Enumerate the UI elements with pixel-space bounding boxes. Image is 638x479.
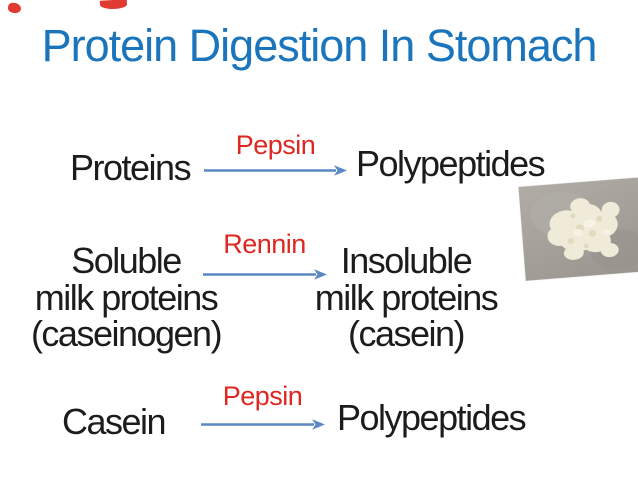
reaction3-enzyme: Pepsin [222, 381, 303, 411]
casein-curds-photo [518, 177, 638, 281]
reaction2-enzyme: Rennin [223, 229, 306, 259]
reaction3-arrow [200, 416, 326, 433]
reaction2-substrate-line2: milk proteins [34, 276, 219, 318]
reaction2-product-line2: milk proteins [314, 276, 499, 318]
reaction2-substrate: Soluble milk proteins (caseinogen) [20, 240, 232, 354]
reaction1-product: Polypeptides [356, 143, 546, 184]
reaction2-substrate-line3: (caseinogen) [30, 313, 223, 354]
reaction2-product-line3: (casein) [347, 313, 466, 354]
reaction1-substrate: Proteins [70, 147, 192, 188]
red-paint-mark [7, 2, 22, 14]
reaction1-arrow [203, 162, 348, 179]
reaction3-substrate: Casein [62, 401, 167, 442]
slide-title: Protein Digestion In Stomach [41, 20, 598, 71]
reaction2-product: Insoluble milk proteins (casein) [300, 240, 512, 354]
right-arrow-icon [201, 419, 325, 430]
reaction2-arrow [202, 266, 328, 283]
reaction3-product: Polypeptides [337, 397, 527, 438]
reaction2-product-line1: Insoluble [340, 240, 473, 281]
curds-image [530, 191, 638, 270]
reaction1-enzyme: Pepsin [235, 130, 316, 160]
red-paint-mark [99, 0, 128, 10]
reaction2-substrate-line1: Soluble [71, 240, 182, 281]
right-arrow-icon [204, 165, 347, 176]
right-arrow-icon [203, 269, 327, 280]
